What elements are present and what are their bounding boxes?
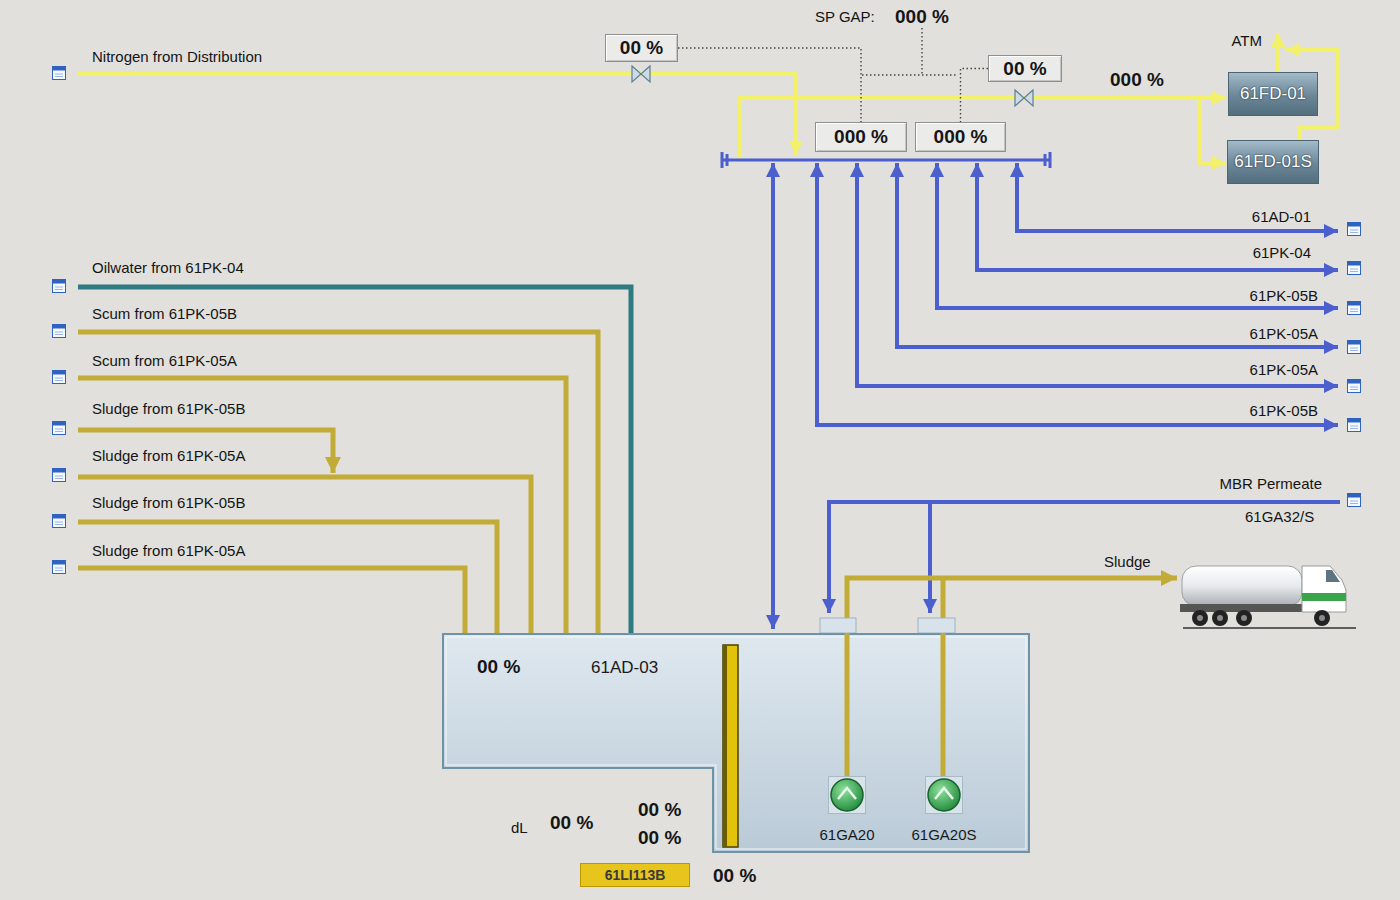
line-label: Sludge from 61PK-05A bbox=[92, 447, 245, 464]
label-slot: 000 % bbox=[895, 6, 949, 28]
label-slot: ATM bbox=[1231, 32, 1262, 50]
tank-tag: 61AD-03 bbox=[591, 658, 658, 677]
label-slot: 61AD-01 bbox=[1252, 208, 1311, 226]
tank-nozzles bbox=[820, 618, 955, 633]
label-slot: Sludge from 61PK-05A bbox=[92, 447, 245, 465]
label-slot: Sludge from 61PK-05B bbox=[92, 494, 245, 512]
label-slot: Scum from 61PK-05B bbox=[92, 305, 237, 323]
line-label: Sludge from 61PK-05B bbox=[92, 494, 245, 511]
vent-label: ATM bbox=[1231, 32, 1262, 49]
level-indicator-tag: 61LI113B bbox=[580, 863, 690, 887]
label-slot: 61GA32/S bbox=[1245, 508, 1314, 526]
node-text: 000 % bbox=[934, 126, 988, 148]
flow-value: 000 % bbox=[1110, 69, 1164, 90]
pump: 61GA20 bbox=[812, 776, 882, 848]
nitrogen-lines bbox=[78, 33, 1338, 163]
label-slot: Scum from 61PK-05A bbox=[92, 352, 237, 370]
line-label: 61PK-05B bbox=[1250, 287, 1318, 304]
pump-symbol bbox=[925, 776, 963, 814]
setpoint-display: 00 % bbox=[988, 55, 1062, 82]
line-label: 61PK-05B bbox=[1250, 402, 1318, 419]
line-label: 61PK-04 bbox=[1253, 244, 1311, 261]
flame-arrester-box: 61FD-01 bbox=[1228, 72, 1318, 116]
line-label: Sludge from 61PK-05A bbox=[92, 542, 245, 559]
label-slot: MBR Permeate bbox=[1219, 475, 1322, 493]
label-slot: 61PK-05A bbox=[1250, 361, 1318, 379]
node-text: 61FD-01 bbox=[1240, 84, 1306, 104]
signal-line bbox=[961, 69, 989, 123]
signal-line bbox=[678, 48, 861, 122]
level-value: 00 % bbox=[638, 799, 681, 820]
pump-tag: 61GA32/S bbox=[1245, 508, 1314, 525]
sludge-lines bbox=[78, 332, 1177, 634]
line-label: Sludge bbox=[1104, 553, 1151, 570]
node-text: 00 % bbox=[620, 37, 663, 59]
label-slot: dL bbox=[511, 819, 528, 837]
level-value: 00 % bbox=[713, 865, 756, 886]
node-text: 61LI113B bbox=[605, 867, 666, 883]
line-label: 61PK-05A bbox=[1250, 361, 1318, 378]
label-slot: 61PK-04 bbox=[1253, 244, 1311, 262]
text-slot: 61AD-03 bbox=[591, 658, 658, 678]
label-slot: SP GAP: bbox=[815, 8, 875, 26]
gap-caption: SP GAP: bbox=[815, 8, 875, 25]
line-label: MBR Permeate bbox=[1219, 475, 1322, 492]
text-slot: 00 % bbox=[477, 656, 520, 678]
tank-outline bbox=[442, 633, 1030, 853]
valve-output-display: 000 % bbox=[815, 122, 907, 152]
line-label: Scum from 61PK-05A bbox=[92, 352, 237, 369]
label-slot: 61PK-05B bbox=[1250, 287, 1318, 305]
line-label: Scum from 61PK-05B bbox=[92, 305, 237, 322]
truck-illustration bbox=[1180, 566, 1356, 628]
gap-value: 000 % bbox=[895, 6, 949, 27]
delta-label: dL bbox=[511, 819, 528, 836]
label-slot: Nitrogen from Distribution bbox=[92, 48, 262, 66]
level-value: 00 % bbox=[638, 827, 681, 848]
valve-output-display: 000 % bbox=[915, 122, 1006, 152]
line-label: Oilwater from 61PK-04 bbox=[92, 259, 244, 276]
pump-symbol bbox=[828, 776, 866, 814]
label-slot: 00 % bbox=[638, 827, 681, 849]
node-text: 61GA20S bbox=[911, 826, 976, 844]
label-slot: 000 % bbox=[1110, 69, 1164, 91]
oilwater-line bbox=[78, 287, 631, 634]
label-slot: Sludge from 61PK-05B bbox=[92, 400, 245, 418]
valve-symbols bbox=[632, 66, 1033, 106]
node-text: 61GA20 bbox=[819, 826, 874, 844]
label-slot: 61PK-05A bbox=[1250, 325, 1318, 343]
line-label: Sludge from 61PK-05B bbox=[92, 400, 245, 417]
line-label: Nitrogen from Distribution bbox=[92, 48, 262, 65]
node-text: 61FD-01S bbox=[1234, 152, 1311, 172]
flame-arrester-box: 61FD-01S bbox=[1227, 140, 1319, 184]
level-value: 00 % bbox=[550, 812, 593, 833]
label-slot: 61PK-05B bbox=[1250, 402, 1318, 420]
signal-junction bbox=[862, 28, 957, 75]
setpoint-display: 00 % bbox=[605, 34, 678, 62]
tank-level-value: 00 % bbox=[477, 656, 520, 677]
faceplate-icons bbox=[53, 67, 1361, 574]
blanket-lines bbox=[773, 163, 1340, 629]
label-slot: Sludge bbox=[1104, 553, 1151, 571]
label-slot: Sludge from 61PK-05A bbox=[92, 542, 245, 560]
sludge-tank: 00 % 61AD-03 61GA20 61GA20S bbox=[442, 633, 1030, 853]
node-text: 00 % bbox=[1003, 58, 1046, 80]
label-slot: Oilwater from 61PK-04 bbox=[92, 259, 244, 277]
label-slot: 00 % bbox=[550, 812, 593, 834]
line-label: 61AD-01 bbox=[1252, 208, 1311, 225]
node-text: 000 % bbox=[834, 126, 888, 148]
pump: 61GA20S bbox=[908, 776, 980, 848]
line-label: 61PK-05A bbox=[1250, 325, 1318, 342]
label-slot: 00 % bbox=[713, 865, 756, 887]
label-slot: 00 % bbox=[638, 799, 681, 821]
